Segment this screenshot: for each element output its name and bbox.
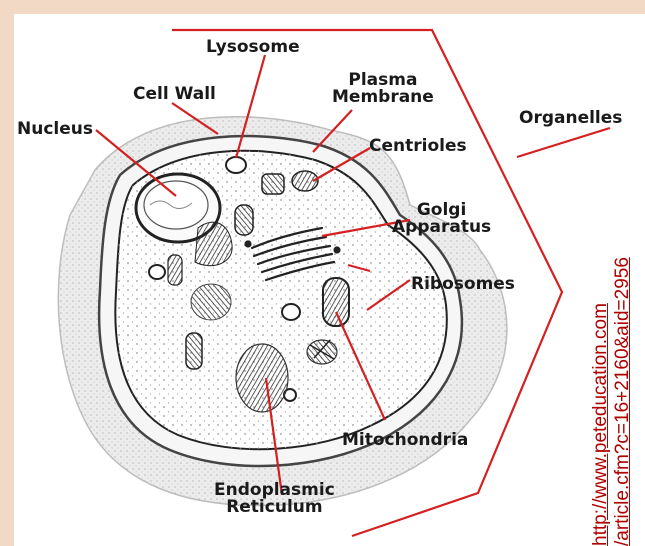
label-lysosome: Lysosome: [206, 39, 300, 56]
vesicle: [282, 304, 300, 320]
label-organelles: Organelles: [519, 110, 622, 127]
mitochondrion: [323, 278, 349, 326]
source-link-line-2[interactable]: /article.cfm?c=16+2160&aid=2956: [612, 257, 634, 546]
centriole: [262, 174, 284, 194]
label-mitochondria: Mitochondria: [342, 432, 468, 449]
source-link-line-1[interactable]: http://www.peteducation.com: [590, 257, 612, 546]
cell-diagram: [14, 14, 645, 546]
mitochondrion: [186, 333, 202, 369]
mitochondrion-small: [235, 205, 253, 235]
endoplasmic-reticulum-blob: [191, 284, 231, 320]
vesicle: [149, 265, 165, 279]
mitochondrion: [168, 255, 182, 285]
endoplasmic-reticulum: [236, 344, 288, 412]
source-link[interactable]: http://www.peteducation.com /article.cfm…: [590, 257, 634, 546]
label-nucleus: Nucleus: [17, 121, 93, 138]
label-endoplasmic-reticulum: Endoplasmic Reticulum: [214, 482, 335, 516]
label-centrioles: Centrioles: [369, 138, 467, 155]
label-plasma-membrane: Plasma Membrane: [332, 72, 434, 106]
rough-er-near-nucleus: [195, 222, 232, 265]
label-golgi-apparatus: Golgi Apparatus: [392, 202, 491, 236]
lysosome-organelle: [226, 157, 246, 173]
nucleus: [144, 181, 208, 229]
label-cell-wall: Cell Wall: [133, 86, 216, 103]
label-ribosomes: Ribosomes: [411, 276, 515, 293]
